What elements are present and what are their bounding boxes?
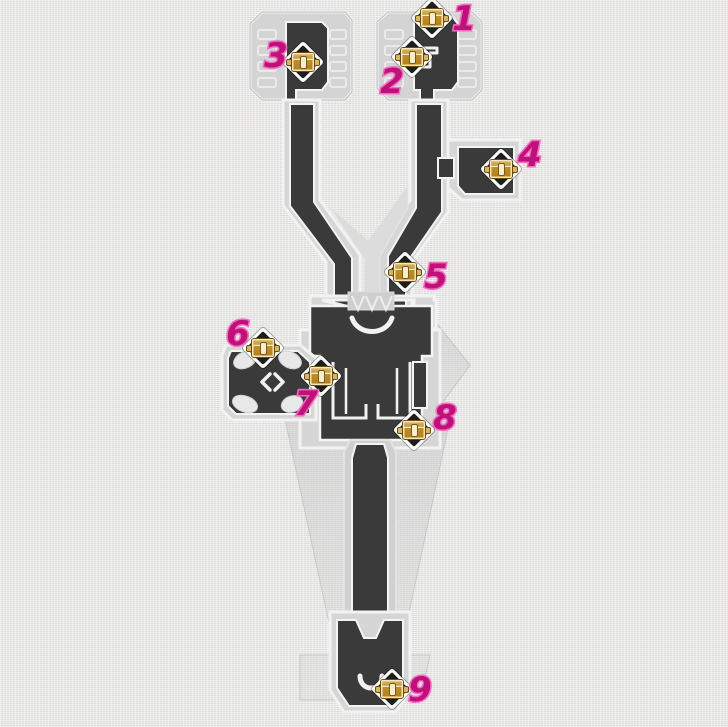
- treasure-chest-icon[interactable]: [281, 40, 325, 84]
- chest-handle-right: [273, 346, 279, 351]
- room-left-chamber: [220, 343, 318, 422]
- chest-lid: [292, 53, 314, 60]
- treasure-chest-icon[interactable]: [383, 250, 427, 294]
- treasure-chest-icon[interactable]: [241, 326, 285, 370]
- chest-handle-right: [424, 428, 430, 433]
- chest-handle-right: [402, 687, 408, 692]
- chest-handle-left: [416, 16, 422, 21]
- chamber-gate-decor: [347, 291, 395, 313]
- chest-handle-left: [396, 55, 402, 60]
- treasure-chest-icon[interactable]: [392, 408, 436, 452]
- chest-handle-right: [442, 16, 448, 21]
- chest-lid: [310, 367, 332, 374]
- central-chamber: [298, 291, 442, 450]
- chest-handle-right: [511, 167, 517, 172]
- marker-number-label: 6: [225, 314, 252, 354]
- treasure-chest-icon[interactable]: [370, 667, 414, 711]
- chest-handle-left: [287, 60, 293, 65]
- chest-lid: [490, 160, 512, 167]
- chest-lock: [411, 425, 417, 436]
- chest-handle-left: [389, 270, 395, 275]
- treasure-chest-icon[interactable]: [299, 354, 343, 398]
- marker-number-label: 8: [432, 398, 459, 438]
- chest-handle-left: [485, 167, 491, 172]
- chest-lock: [318, 371, 324, 382]
- chest-handle-right: [331, 374, 337, 379]
- chest-lock: [260, 343, 266, 354]
- chest-lid: [421, 9, 443, 16]
- chest-lock: [409, 52, 415, 63]
- chest-lock: [389, 684, 395, 695]
- chest-lid: [403, 421, 425, 428]
- chest-lock: [402, 267, 408, 278]
- chest-lid: [252, 339, 274, 346]
- marker-number-label: 5: [423, 257, 450, 297]
- chest-lid: [394, 263, 416, 270]
- chest-handle-left: [376, 687, 382, 692]
- marker-number-label: 9: [407, 670, 434, 710]
- marker-number-label: 3: [263, 36, 290, 76]
- lower-corridor: [343, 439, 397, 615]
- chest-handle-right: [313, 60, 319, 65]
- chest-lid: [381, 680, 403, 687]
- chest-handle-left: [247, 346, 253, 351]
- chest-lock: [429, 13, 435, 24]
- chest-handle-left: [398, 428, 404, 433]
- treasure-chest-icon[interactable]: [390, 35, 434, 79]
- chest-handle-right: [422, 55, 428, 60]
- treasure-chest-icon[interactable]: [410, 0, 454, 40]
- marker-number-label: 4: [517, 135, 544, 175]
- chest-lid: [401, 48, 423, 55]
- chest-lock: [300, 57, 306, 68]
- marker-number-label: 2: [379, 62, 406, 102]
- marker-number-label: 7: [293, 384, 320, 424]
- chest-lock: [498, 164, 504, 175]
- treasure-chest-icon[interactable]: [479, 147, 523, 191]
- chest-handle-right: [415, 270, 421, 275]
- marker-number-label: 1: [451, 0, 478, 39]
- chest-handle-left: [305, 374, 311, 379]
